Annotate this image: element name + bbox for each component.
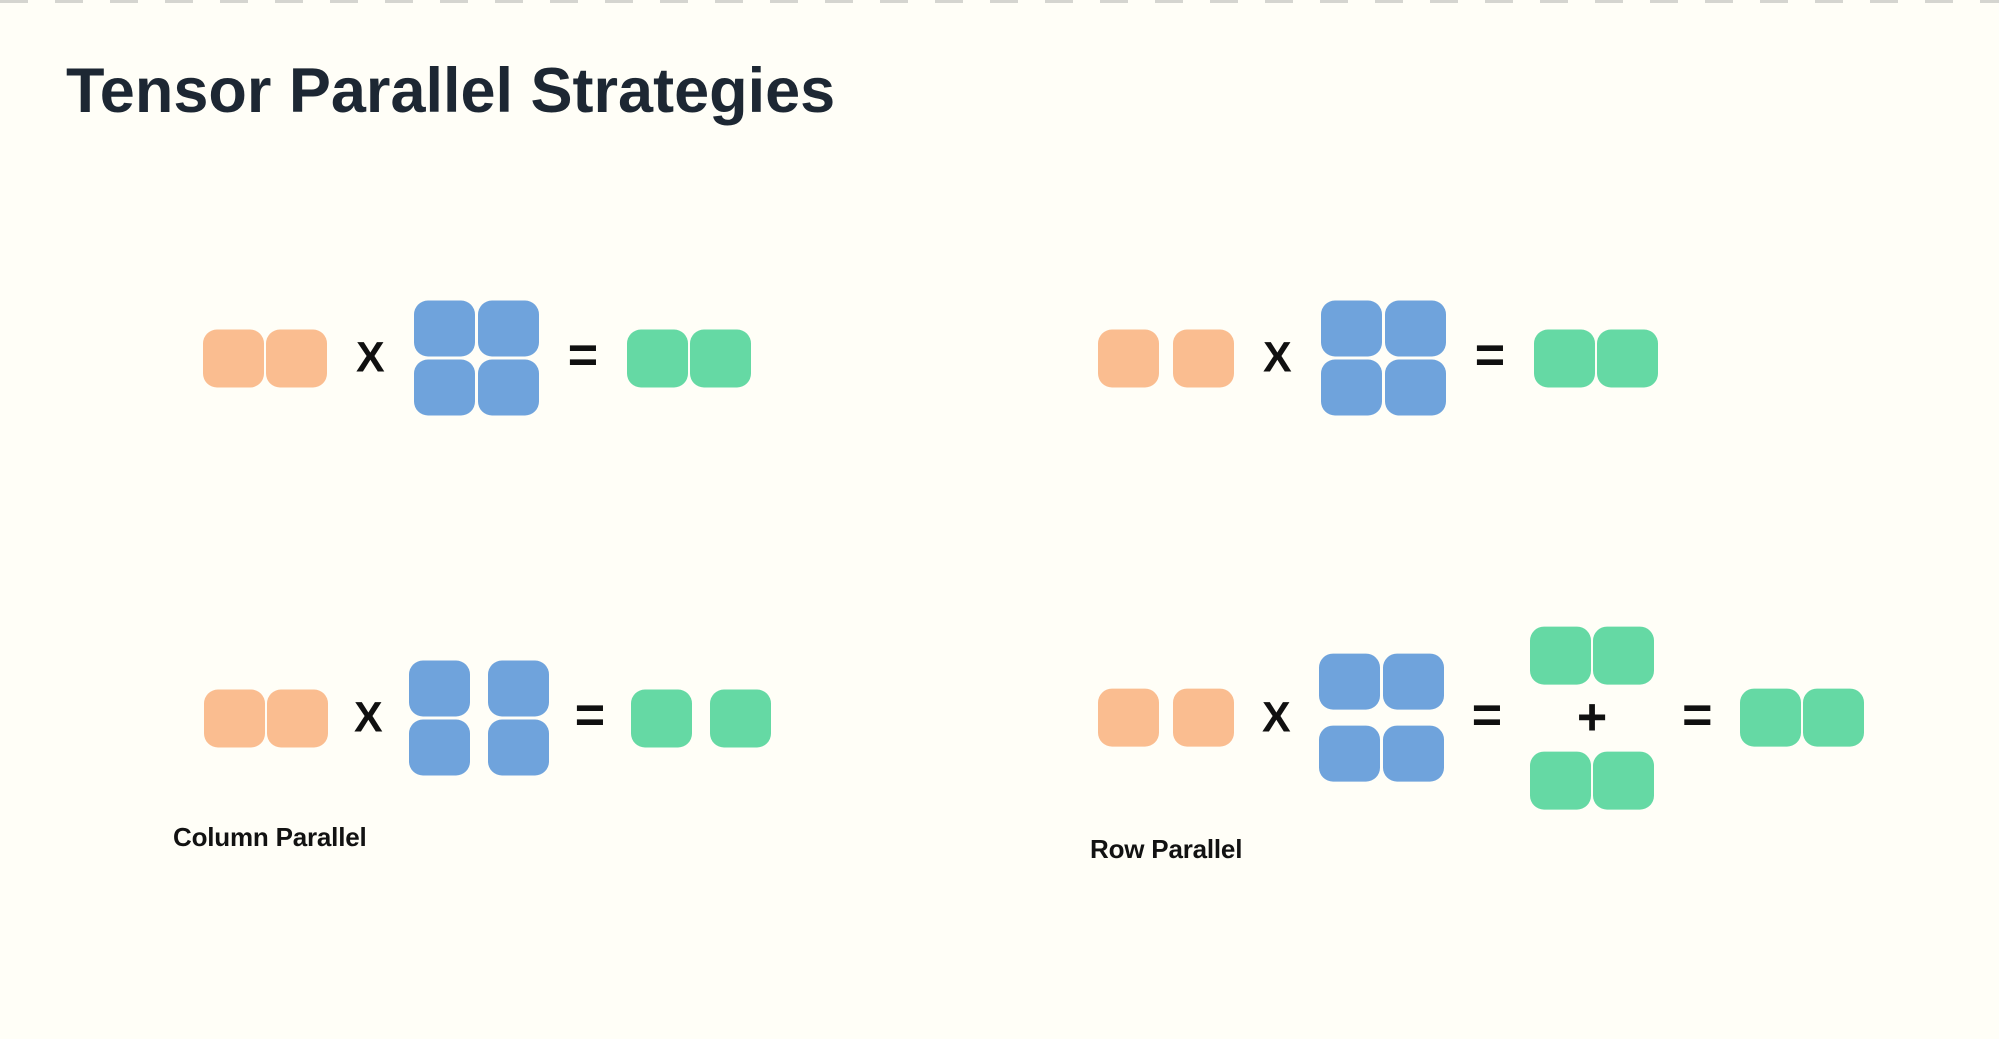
weight-cell	[1320, 300, 1382, 357]
output-cell	[690, 329, 752, 387]
output-matrix	[631, 689, 772, 747]
caption-column-parallel: Column Parallel	[173, 822, 367, 852]
weight-cell	[1384, 359, 1446, 416]
weight-cell	[1318, 725, 1380, 782]
output-matrix	[627, 329, 752, 387]
weight-matrix	[413, 300, 539, 416]
weight-cell	[1318, 653, 1380, 710]
multiply-sign: X	[1262, 693, 1291, 742]
input-cell	[1098, 688, 1159, 747]
weight-cell	[487, 660, 549, 717]
input-cell	[204, 689, 265, 747]
weight-cell	[413, 300, 475, 357]
weight-cell	[1320, 359, 1382, 416]
equals-sign: =	[1471, 686, 1503, 745]
equals-sign: =	[1474, 326, 1506, 385]
equals-sign: =	[1682, 686, 1713, 745]
output-cell	[1530, 751, 1592, 810]
output-cell	[1534, 329, 1596, 387]
input-cell	[266, 329, 327, 387]
output-cell	[1593, 751, 1655, 810]
input-cell	[203, 329, 264, 387]
weight-cell	[413, 359, 475, 416]
weight-cell	[1382, 653, 1444, 710]
weight-matrix	[1318, 653, 1444, 782]
weight-matrix	[408, 660, 549, 776]
partial-sum-stack: +	[1530, 626, 1655, 810]
weight-cell	[477, 300, 539, 357]
output-matrix	[1740, 688, 1865, 747]
plus-sign: +	[1576, 688, 1608, 747]
input-cell	[267, 689, 328, 747]
top-edge-pattern	[0, 0, 1999, 3]
output-cell	[710, 689, 772, 747]
output-matrix	[1534, 329, 1659, 387]
output-matrix	[1530, 626, 1655, 685]
equals-sign: =	[574, 686, 606, 745]
output-cell	[1530, 626, 1592, 685]
weight-cell	[408, 660, 470, 717]
weight-cell	[477, 359, 539, 416]
output-cell	[1740, 688, 1802, 747]
page-title: Tensor Parallel Strategies	[66, 56, 836, 126]
input-matrix	[1098, 688, 1234, 747]
weight-matrix	[1320, 300, 1446, 416]
input-cell	[1173, 329, 1234, 387]
input-matrix	[204, 689, 328, 747]
diagram-row-parallel: X = + =	[1098, 626, 1865, 810]
input-matrix	[1098, 329, 1234, 387]
caption-row-parallel: Row Parallel	[1090, 834, 1243, 864]
output-cell	[627, 329, 689, 387]
diagram-full-multiply-right: X=	[1098, 300, 1659, 416]
multiply-sign: X	[354, 693, 383, 742]
equals-sign: =	[567, 326, 599, 385]
output-cell	[1803, 688, 1865, 747]
output-cell	[631, 689, 693, 747]
multiply-sign: X	[1263, 333, 1292, 382]
multiply-sign: X	[356, 333, 385, 382]
weight-cell	[408, 719, 470, 776]
input-cell	[1098, 329, 1159, 387]
diagram-full-multiply-left: X=	[203, 300, 752, 416]
input-cell	[1173, 688, 1234, 747]
weight-cell	[1382, 725, 1444, 782]
diagram-column-parallel: X=	[204, 660, 772, 776]
output-matrix	[1530, 751, 1655, 810]
weight-cell	[1384, 300, 1446, 357]
weight-cell	[487, 719, 549, 776]
output-cell	[1597, 329, 1659, 387]
output-cell	[1593, 626, 1655, 685]
input-matrix	[203, 329, 327, 387]
